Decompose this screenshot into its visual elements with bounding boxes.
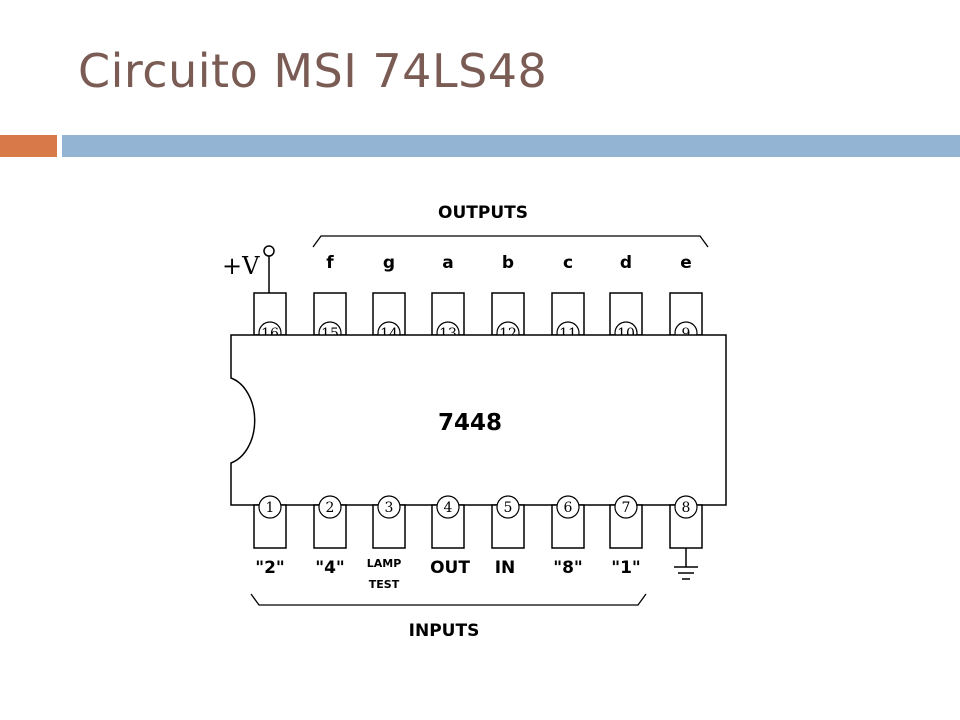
input-label: OUT — [430, 558, 470, 578]
input-label: LAMP — [367, 557, 402, 570]
bottom-pin: 3 — [372, 495, 406, 549]
bottom-pin-row: 1 2 3 4 5 6 7 8 — [253, 495, 703, 549]
top-pin: 13 — [431, 292, 465, 345]
bottom-pin-number: 1 — [266, 500, 275, 516]
top-pin: 14 — [372, 292, 406, 345]
chip-label: 7448 — [438, 410, 502, 436]
slide-title: Circuito MSI 74LS48 — [78, 44, 548, 98]
segment-label: f — [326, 253, 334, 273]
input-label: "1" — [611, 558, 641, 578]
input-label: "8" — [553, 558, 583, 578]
bottom-pin-number: 5 — [504, 500, 513, 516]
bottom-pin: 5 — [491, 495, 525, 549]
input-labels: "2" "4" LAMP OUT IN "8" "1" — [255, 557, 641, 578]
outputs-brace — [312, 235, 709, 248]
inputs-label: INPUTS — [409, 621, 480, 641]
bottom-pin: 2 — [313, 495, 347, 549]
supply-label: +V — [222, 252, 260, 280]
accent-bar-blue — [62, 135, 960, 157]
accent-bar-orange — [0, 135, 57, 157]
segment-label: e — [680, 253, 692, 273]
segment-label: b — [502, 253, 514, 273]
bottom-pin: 4 — [431, 495, 465, 549]
segment-label: c — [563, 253, 573, 273]
bottom-pin-number: 3 — [385, 500, 394, 516]
bottom-pin-number: 4 — [444, 500, 453, 516]
chip-body — [230, 334, 727, 506]
input-label: "2" — [255, 558, 285, 578]
top-pin-number: 9 — [682, 326, 691, 342]
segment-label: g — [383, 253, 395, 273]
ground-symbol-icon — [674, 548, 698, 580]
bottom-pin: 7 — [609, 495, 643, 549]
bottom-pin-number: 7 — [622, 500, 631, 516]
supply-terminal-icon — [263, 245, 275, 257]
segment-label: a — [442, 253, 453, 273]
bottom-pin-number: 8 — [682, 500, 691, 516]
inputs-brace — [250, 593, 647, 606]
bottom-pin: 6 — [551, 495, 585, 549]
input-label: "4" — [315, 558, 345, 578]
bottom-pin-number: 2 — [326, 500, 335, 516]
bottom-pin: 1 — [253, 495, 287, 549]
outputs-label: OUTPUTS — [438, 203, 528, 223]
bottom-pin-number: 6 — [564, 500, 573, 516]
segment-label: d — [620, 253, 632, 273]
lamp-test-line2: TEST — [369, 578, 400, 591]
input-label: IN — [495, 558, 516, 578]
